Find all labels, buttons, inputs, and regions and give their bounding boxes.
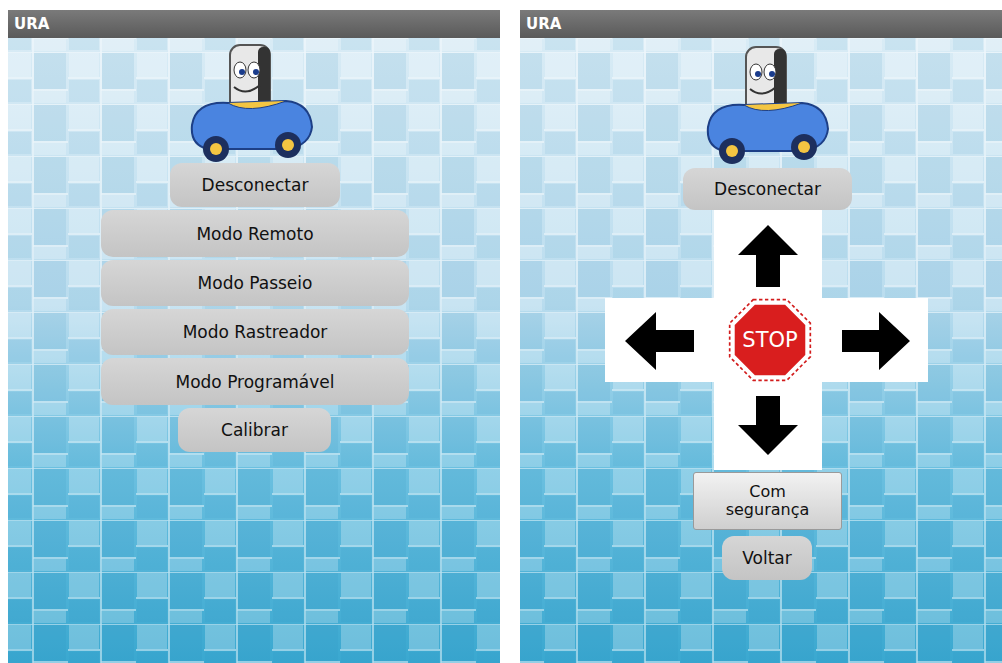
button-label: Desconectar xyxy=(202,175,309,195)
button-label: Modo Passeio xyxy=(198,273,313,293)
title-bar: URA xyxy=(8,10,500,38)
button-label: Voltar xyxy=(742,548,792,568)
mode-button: Modo Rastreador xyxy=(101,309,409,355)
calibrate-button: Calibrar xyxy=(178,408,331,452)
back-button: Voltar xyxy=(722,536,812,580)
mode-button: Modo Remoto xyxy=(101,210,409,257)
button-label: Modo Remoto xyxy=(196,224,313,244)
safety-button: Com segurança xyxy=(693,472,842,530)
mode-button: Modo Programável xyxy=(101,358,409,405)
button-label: URA xyxy=(526,15,561,33)
button-label: Desconectar xyxy=(714,179,821,199)
button-label: Modo Rastreador xyxy=(183,322,328,342)
stop-sign: STOP xyxy=(728,298,812,382)
button-label: Calibrar xyxy=(221,420,288,440)
mode-button: Modo Passeio xyxy=(101,260,409,306)
button-label: Com segurança xyxy=(705,483,830,520)
disconnect-button: Desconectar xyxy=(170,163,340,207)
button-label: URA xyxy=(14,15,49,33)
button-label: STOP xyxy=(742,328,797,352)
title-bar: URA xyxy=(520,10,1002,38)
disconnect-button: Desconectar xyxy=(683,168,852,210)
button-label: Modo Programável xyxy=(175,372,334,392)
